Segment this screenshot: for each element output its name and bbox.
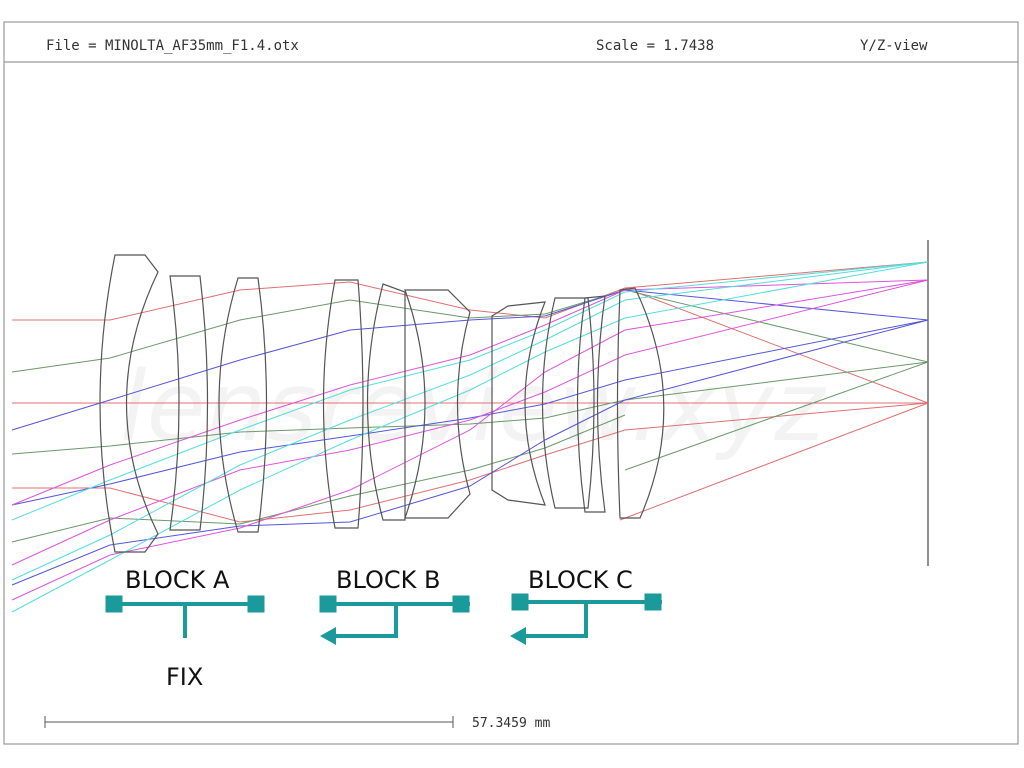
scale-label: Scale = 1.7438 — [596, 38, 714, 54]
lens-element-4 — [322, 279, 364, 529]
watermark: lensreview.xyz — [120, 351, 827, 463]
lens-element-3 — [218, 277, 268, 533]
lens-element-1 — [99, 254, 159, 553]
block-b-arrow-left-icon — [320, 627, 336, 645]
block-b-label: BLOCK B — [336, 566, 440, 594]
scale-bar — [44, 716, 454, 728]
lens-element-2 — [169, 275, 209, 531]
block-c-label: BLOCK C — [528, 566, 633, 594]
lens-element-8 — [541, 297, 595, 509]
block-a-label: BLOCK A — [125, 566, 230, 594]
lens-element-9 — [576, 295, 606, 513]
block-a-marker — [105, 595, 265, 638]
block-c-arrow-left-icon — [510, 627, 526, 645]
view-label: Y/Z-view — [860, 38, 928, 54]
lens-element-10 — [616, 287, 665, 519]
block-c-marker — [510, 593, 662, 645]
block-b-marker — [319, 595, 470, 645]
lens-elements — [99, 254, 665, 553]
lens-element-5 — [366, 283, 406, 521]
scale-bar-label: 57.3459 mm — [472, 716, 550, 731]
ray-bundle-cyan — [11, 261, 929, 613]
lens-element-7 — [491, 301, 546, 506]
lens-element-6 — [404, 289, 471, 519]
file-name-label: File = MINOLTA_AF35mm_F1.4.otx — [46, 38, 299, 54]
block-a-fix-label: FIX — [166, 663, 203, 691]
ray-bundle-red — [12, 261, 929, 523]
diagram-frame — [3, 21, 1019, 745]
